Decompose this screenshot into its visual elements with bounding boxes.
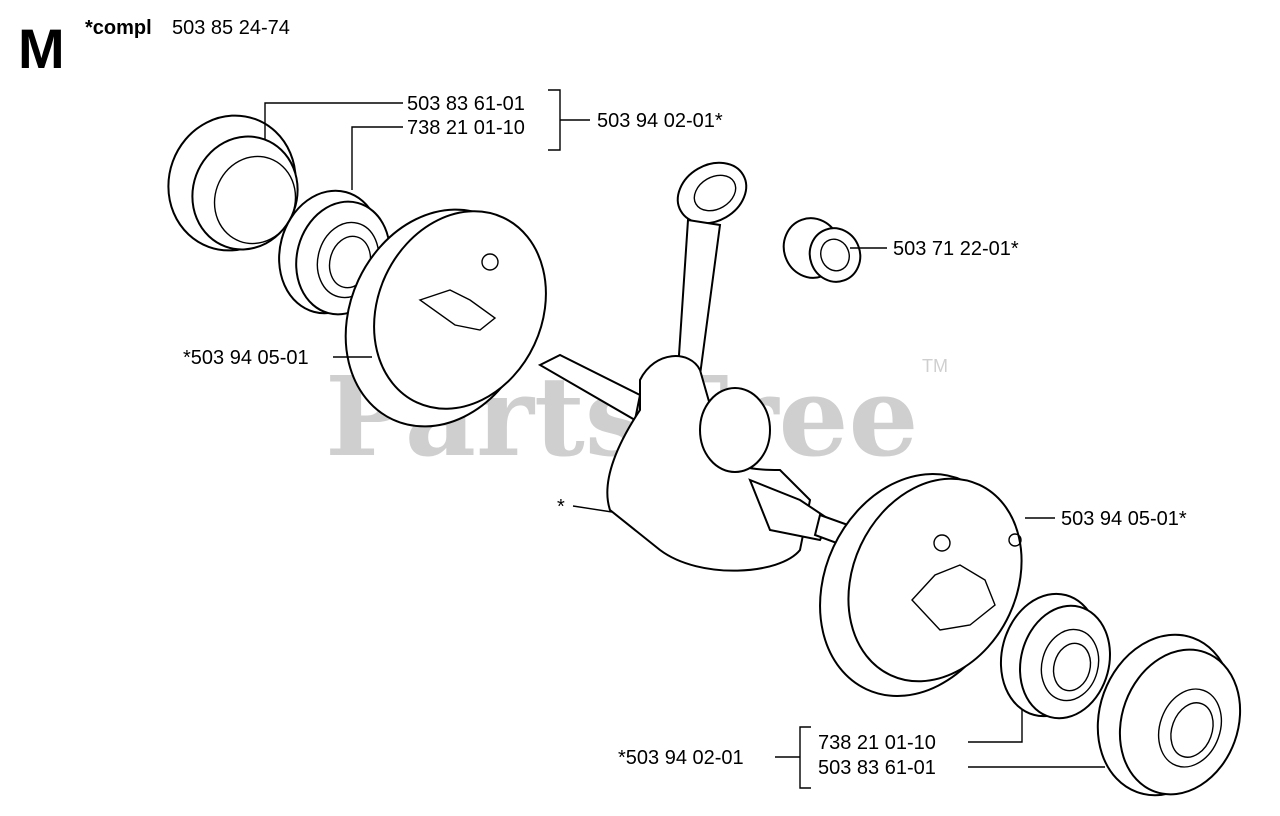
- label-right-flywheel-half[interactable]: 503 94 05-01*: [1061, 508, 1187, 530]
- header: M *compl 503 85 24-74: [18, 17, 290, 80]
- label-top-ball-bearing[interactable]: 738 21 01-10: [407, 117, 525, 139]
- label-needle-bearing[interactable]: 503 71 22-01*: [893, 238, 1019, 260]
- left-flywheel-half-part: [344, 208, 547, 428]
- label-top-bearing-ring[interactable]: 503 83 61-01: [407, 93, 525, 115]
- label-bottom-bearing-ring[interactable]: 503 83 61-01: [818, 757, 936, 779]
- label-left-flywheel-half[interactable]: *503 94 05-01: [183, 347, 309, 369]
- label-bottom-kit[interactable]: *503 94 02-01: [618, 747, 744, 769]
- connecting-rod-part: [676, 161, 748, 377]
- section-letter: M: [18, 17, 65, 80]
- leader-lines: [264, 89, 1105, 789]
- needle-bearing-part: [782, 217, 862, 283]
- bottom-ball-bearing-part: [999, 592, 1111, 720]
- watermark-trademark: TM: [922, 356, 948, 376]
- part-labels: 503 83 61-01 738 21 01-10 503 94 02-01* …: [183, 93, 1187, 779]
- label-top-kit[interactable]: 503 94 02-01*: [597, 110, 723, 132]
- label-crankshaft[interactable]: *: [557, 496, 565, 518]
- bottom-bearing-ring-part: [1096, 633, 1242, 797]
- label-bottom-ball-bearing[interactable]: 738 21 01-10: [818, 732, 936, 754]
- compl-prefix: *compl: [85, 17, 152, 39]
- compl-number: 503 85 24-74: [172, 17, 290, 39]
- crankshaft-part: [537, 353, 850, 572]
- right-flywheel-half-part: [819, 473, 1023, 697]
